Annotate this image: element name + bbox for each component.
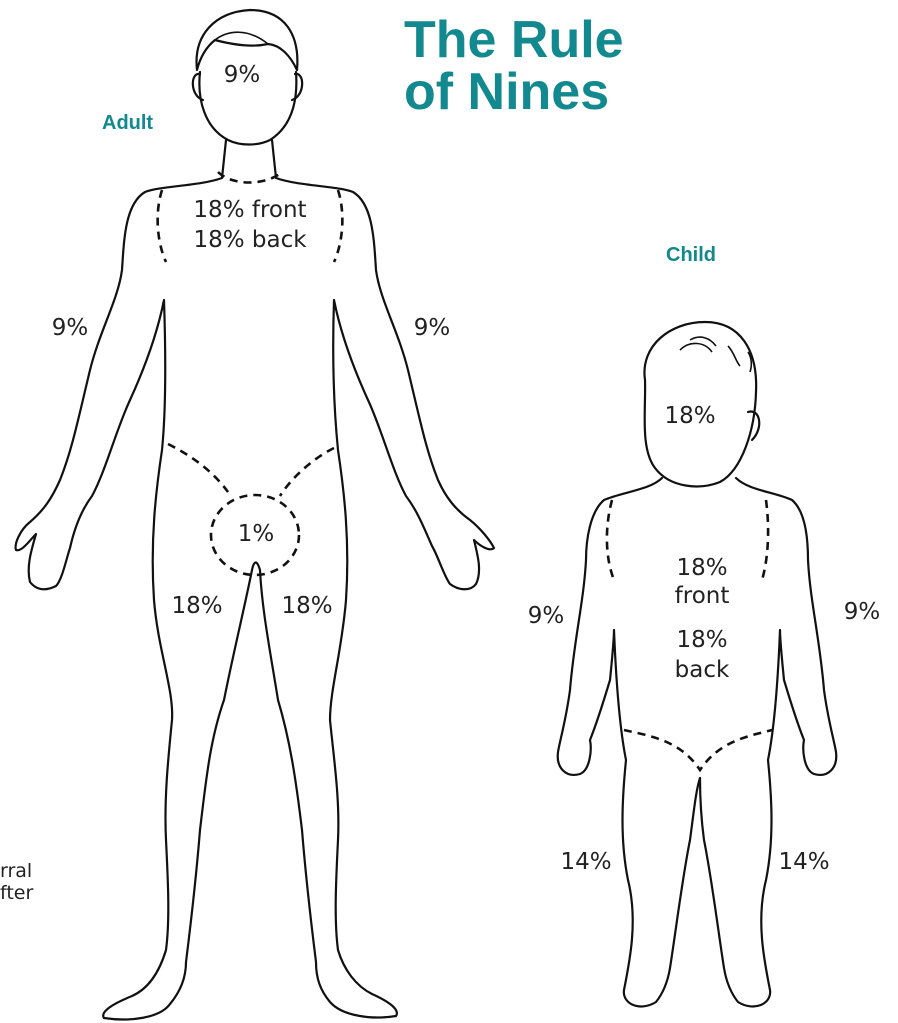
adult-torso-back-label: 18% back — [168, 228, 332, 253]
child-left-leg-label: 14% — [550, 850, 622, 875]
child-right-arm-label: 9% — [832, 600, 892, 625]
child-head-label: 18% — [652, 404, 728, 429]
adult-torso-front-label: 18% front — [168, 198, 332, 223]
child-right-leg-label: 14% — [768, 850, 840, 875]
cut-off-line-1: rral — [0, 860, 33, 882]
title-line-2: of Nines — [404, 66, 704, 118]
child-torso-front-word: front — [664, 584, 740, 609]
child-left-arm-label: 9% — [518, 604, 574, 629]
page-title: The Rule of Nines — [404, 14, 704, 118]
adult-heading: Adult — [102, 112, 153, 135]
adult-right-leg-label: 18% — [272, 594, 342, 619]
adult-head-label: 9% — [218, 63, 266, 88]
title-line-1: The Rule — [404, 14, 704, 66]
child-torso-back-value: 18% — [664, 628, 740, 653]
adult-genital-label: 1% — [228, 522, 284, 547]
adult-left-arm-label: 9% — [42, 316, 98, 341]
adult-figure — [16, 10, 494, 1019]
child-torso-back-word: back — [664, 658, 740, 683]
cut-off-line-2: fter — [0, 882, 33, 904]
child-heading: Child — [666, 244, 716, 267]
child-torso-front-value: 18% — [664, 556, 740, 581]
adult-left-leg-label: 18% — [162, 594, 232, 619]
adult-right-arm-label: 9% — [404, 316, 460, 341]
cut-off-text: rral fter — [0, 860, 33, 904]
